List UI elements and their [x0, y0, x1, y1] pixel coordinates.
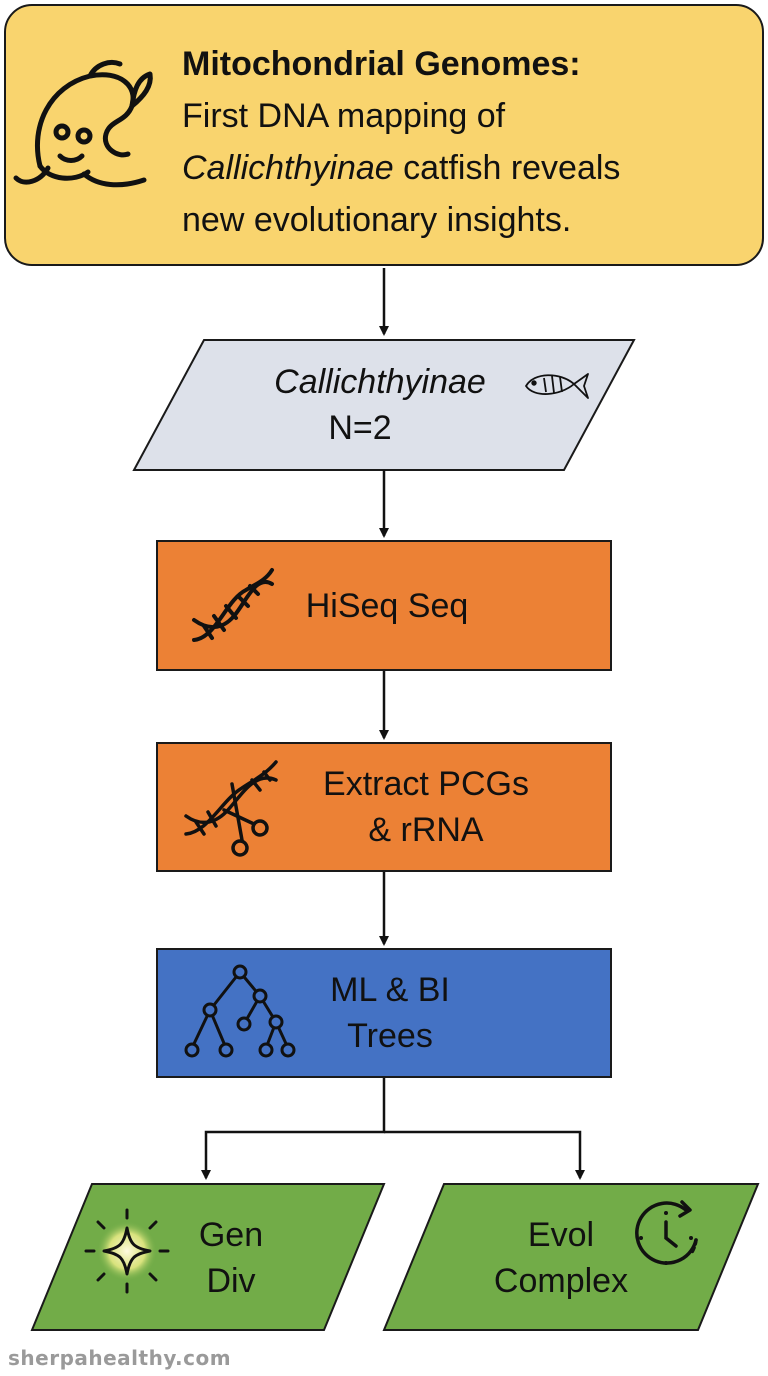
sparkle-icon — [84, 1208, 170, 1294]
evol-complex-line-1: Evol — [527, 1216, 595, 1254]
title-heading: Mitochondrial Genomes: — [182, 45, 581, 83]
fish-icon — [525, 373, 589, 399]
title-line-1: First DNA mapping of — [182, 97, 506, 135]
evol-complex-line-2: Complex — [493, 1262, 629, 1300]
dna-icon — [192, 568, 274, 642]
input-node-shape — [132, 339, 636, 471]
connector-trees-branch — [201, 1078, 386, 1180]
trees-label: ML & BI Trees — [290, 956, 490, 1070]
title-line-3: new evolutionary insights. — [182, 201, 572, 239]
trees-line-1: ML & BI — [330, 971, 450, 1009]
input-node: Callichthyinae N=2 — [230, 352, 530, 458]
title-species: Callichthyinae — [182, 149, 394, 187]
phylogenetic-tree-icon — [184, 964, 296, 1058]
watermark: sherpahealthy.com — [8, 1346, 232, 1370]
evol-complex-node-shape — [382, 1183, 760, 1331]
gen-div-node-shape — [30, 1183, 386, 1331]
extract-line-2: & rRNA — [368, 811, 484, 849]
gen-div-line-1: Gen — [198, 1216, 264, 1254]
title-text: Mitochondrial Genomes: First DNA mapping… — [182, 38, 752, 246]
title-line-2: Callichthyinae catfish reveals — [182, 142, 752, 194]
connector-trees-branch-right — [384, 1130, 585, 1180]
input-label: Callichthyinae — [274, 363, 486, 401]
catfish-icon — [13, 60, 153, 188]
evol-complex-label: Evol Complex — [456, 1208, 666, 1308]
trees-line-2: Trees — [347, 1017, 433, 1055]
title-line-2-rest: catfish reveals — [393, 149, 621, 187]
extract-line-1: Extract PCGs — [323, 765, 529, 803]
input-sub: N=2 — [328, 409, 392, 447]
trees-node — [156, 948, 612, 1078]
clock-icon — [635, 1200, 698, 1265]
sequencing-label: HiSeq Seq — [305, 586, 469, 625]
gen-div-line-2: Div — [206, 1262, 256, 1300]
gen-div-label: Gen Div — [176, 1208, 286, 1308]
extract-label: Extract PCGs & rRNA — [286, 750, 566, 864]
dna-scissors-icon — [184, 760, 278, 857]
title-box — [4, 4, 764, 266]
